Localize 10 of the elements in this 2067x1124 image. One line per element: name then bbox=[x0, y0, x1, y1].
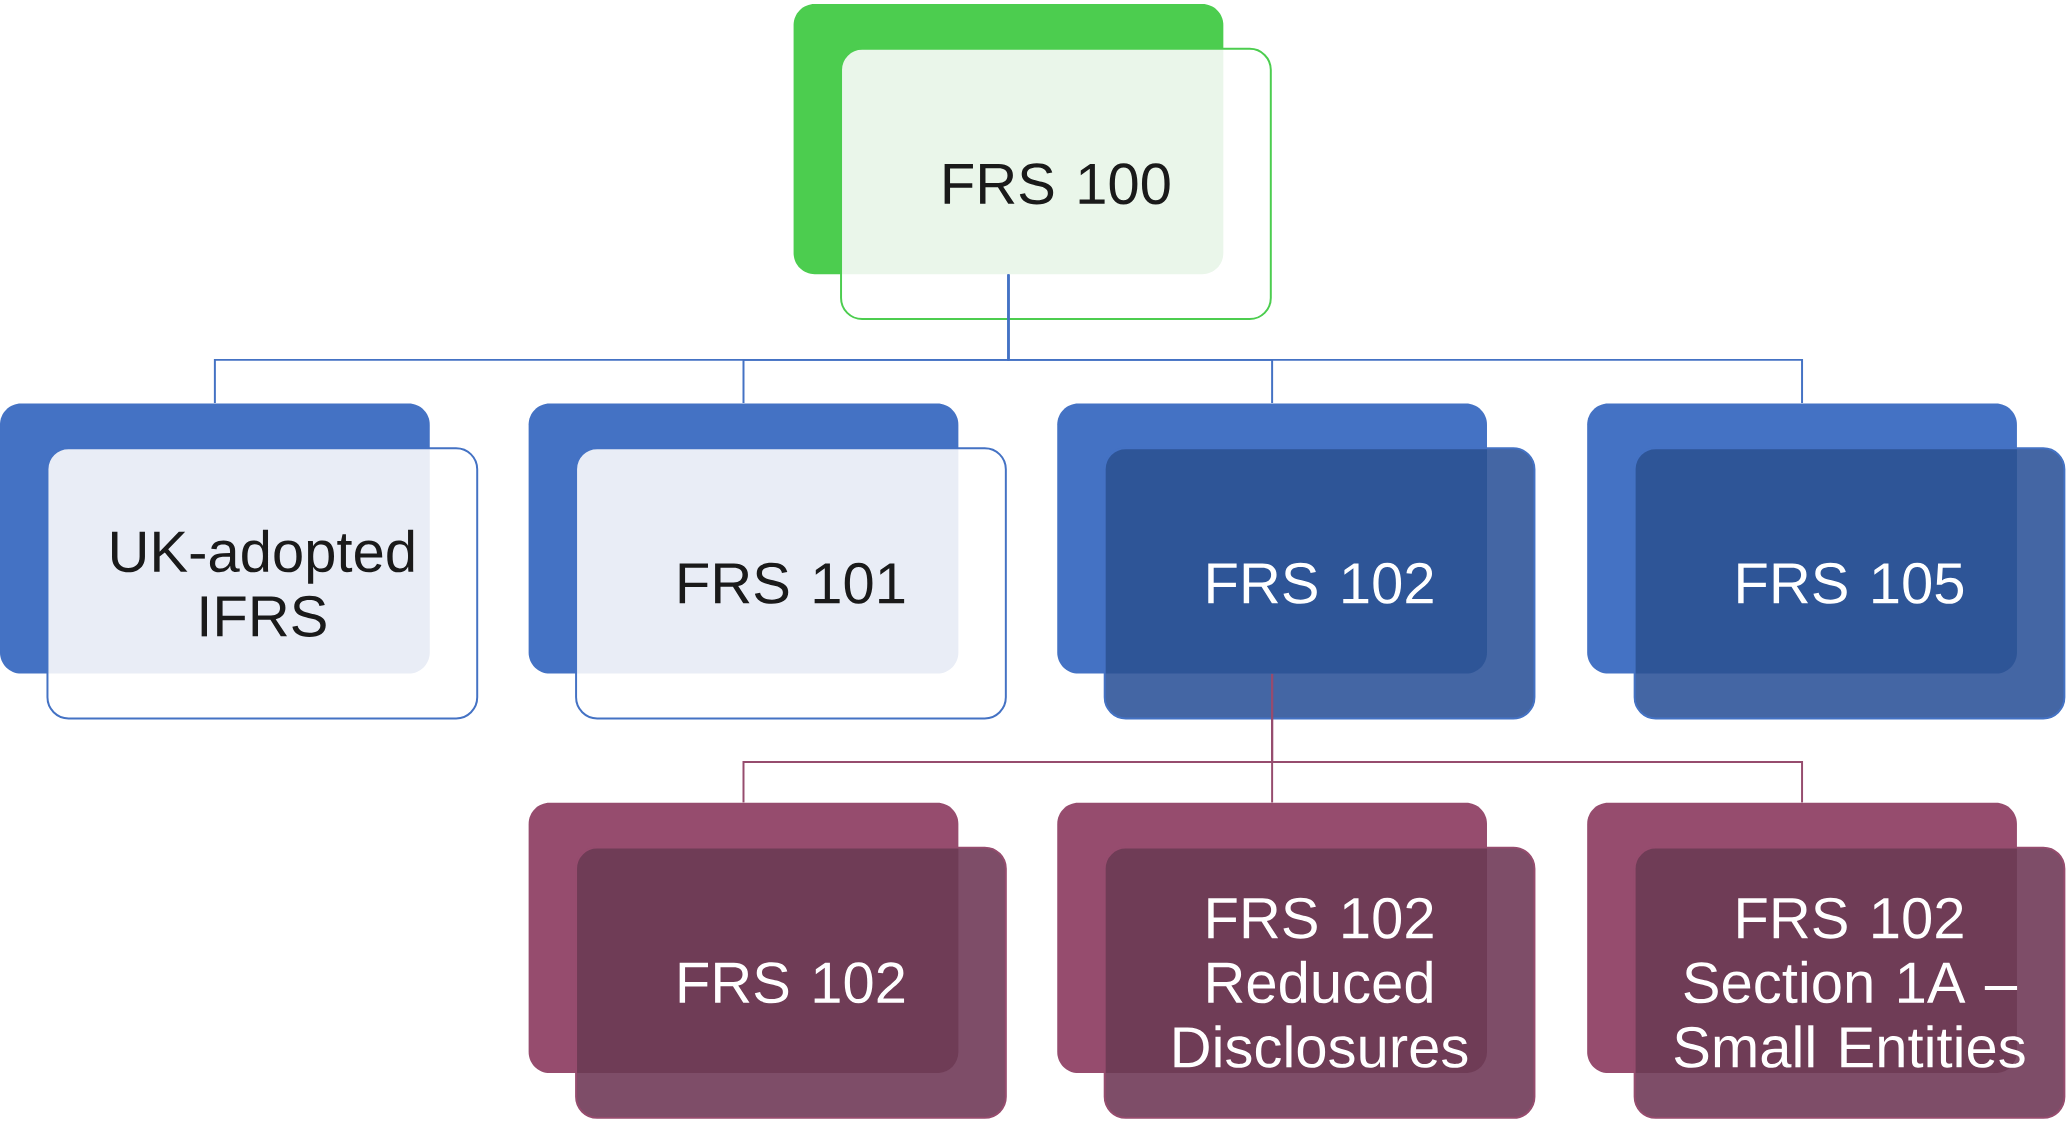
org-chart-box: FRS 102 Section 1A – Small Entities bbox=[1587, 802, 2066, 1119]
org-chart-box: FRS 102 Reduced Disclosures bbox=[1057, 802, 1536, 1119]
org-chart-box: FRS 101 bbox=[528, 403, 1007, 720]
org-chart-box: UK-adopted IFRS bbox=[0, 403, 479, 720]
connector-line bbox=[1007, 273, 1804, 404]
org-chart-box: FRS 102 bbox=[528, 802, 1007, 1119]
org-chart-box: FRS 100 bbox=[793, 3, 1272, 320]
org-chart-box: FRS 102 bbox=[1057, 403, 1536, 720]
connector-line bbox=[1271, 672, 1804, 804]
org-chart-box: FRS 105 bbox=[1587, 403, 2066, 720]
